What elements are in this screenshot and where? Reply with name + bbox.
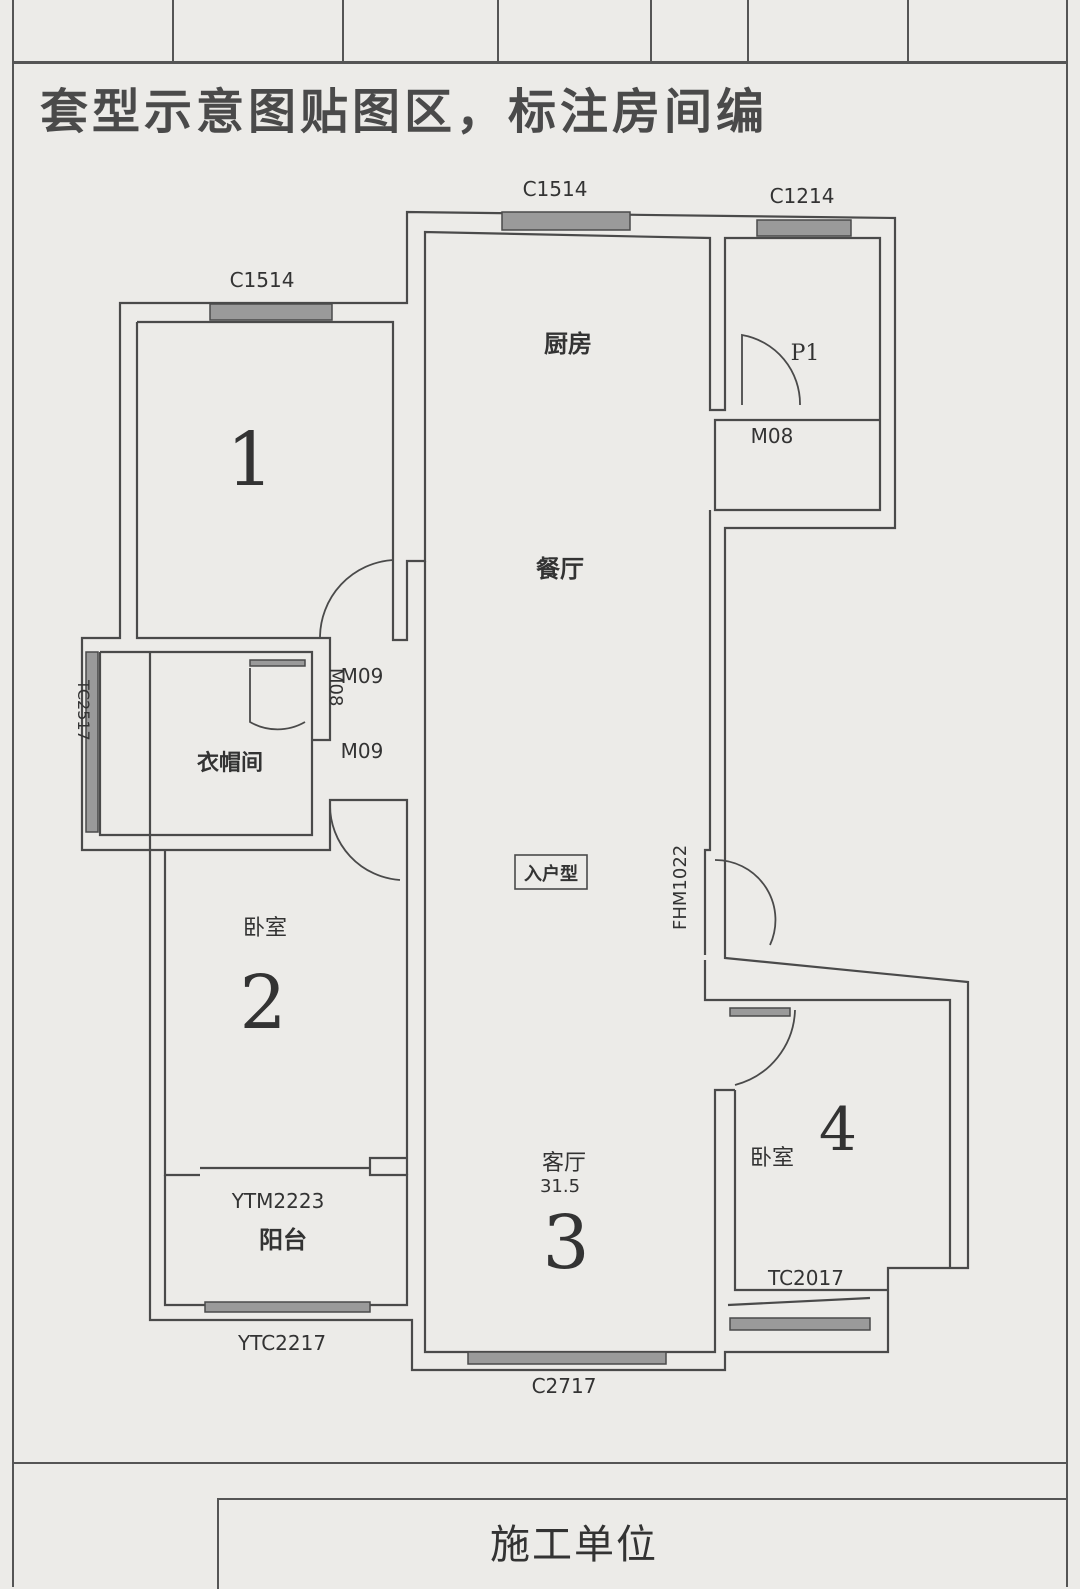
inner-wall [137,230,882,642]
window-kitchen [501,211,631,231]
grid-line [747,0,749,64]
window-code-room4: TC2017 [767,1266,844,1290]
bedroom1-wall [135,322,310,640]
window-code-kitchen: C1514 [523,177,588,201]
entry-label: 入户型 [524,863,578,885]
closet-wall [100,650,314,850]
grid-line [497,0,499,64]
room2-number: 2 [239,960,286,1046]
room3-number: 3 [542,1200,589,1286]
room4-number: 4 [819,1095,857,1165]
living-area: 31.5 [540,1176,580,1197]
bedroom2-label: 卧室 [243,916,287,941]
closet-wall [98,652,150,837]
window-bath [756,219,852,237]
window-closet [85,651,99,833]
grid-line [342,0,344,64]
balcony-label: 阳台 [259,1225,307,1254]
grid-line [650,0,652,64]
grid-line [172,0,174,64]
door-swing-room4 [734,1009,796,1086]
bedroom2-wall [163,850,200,1177]
bedroom4-wall [733,1090,888,1292]
window-code-closet: TC2517 [74,679,93,741]
window-code-bath: C1214 [770,184,835,208]
door-code-m09-b: M09 [341,739,384,763]
balcony-wall [163,1156,409,1307]
window-code-balcony: YTC2217 [237,1331,326,1355]
footer-label: 施工单位 [490,1522,658,1568]
drawing-frame [12,0,1068,1587]
window-living [467,1351,667,1365]
living-label: 客厅 [542,1151,586,1176]
inner-wall [423,561,735,1354]
window-room1 [209,303,333,321]
bedroom4-sill [727,1296,871,1307]
balcony-code: YTM2223 [231,1189,325,1213]
closet-label: 衣帽间 [197,750,263,776]
window-code-room1: C1514 [230,268,295,292]
door-swing-closet [249,668,306,731]
door-swing-room1 [319,559,394,639]
footer-cell [217,1498,1068,1589]
bath-code: P1 [791,341,820,366]
door-swing-bath [741,333,801,406]
footer-table [12,1462,1068,1589]
door-swing-room2 [329,804,401,881]
window-markers [85,211,871,1365]
door-code-m08-v: M08 [325,668,346,706]
opening-codes: C1514 C1514 C1214 M08 M09 M09 M08 TC2517… [74,177,844,1398]
door-code-bath: M08 [751,424,794,448]
room-labels: 1 厨房 P1 餐厅 衣帽间 入户型 卧室 2 YTM2223 阳台 客厅 31… [197,329,857,1286]
kitchen-label: 厨房 [544,329,592,358]
bedroom4-label: 卧室 [750,1146,794,1171]
inner-wall [703,510,712,955]
window-balcony [204,1301,371,1313]
entry-door-code: FHM1022 [670,845,691,930]
door-lintel-room4 [729,1007,791,1017]
window-room4 [729,1317,871,1331]
door-swings [249,333,801,1086]
wall-lines [80,210,970,1372]
bedroom4-wall [703,960,952,1268]
page-title: 套型示意图贴图区，标注房间编 [40,84,769,140]
outer-wall [80,210,970,1372]
door-swing-entry [714,859,777,946]
door-lintel-closet [249,659,306,667]
window-code-living: C2717 [532,1374,597,1398]
grid-line [907,0,909,64]
entry-box [514,854,588,890]
bedroom2-wall [150,798,409,1175]
room1-number: 1 [226,417,273,503]
header-grid [12,0,1068,64]
dining-label: 餐厅 [536,554,584,583]
door-code-m09-a: M09 [341,664,384,688]
